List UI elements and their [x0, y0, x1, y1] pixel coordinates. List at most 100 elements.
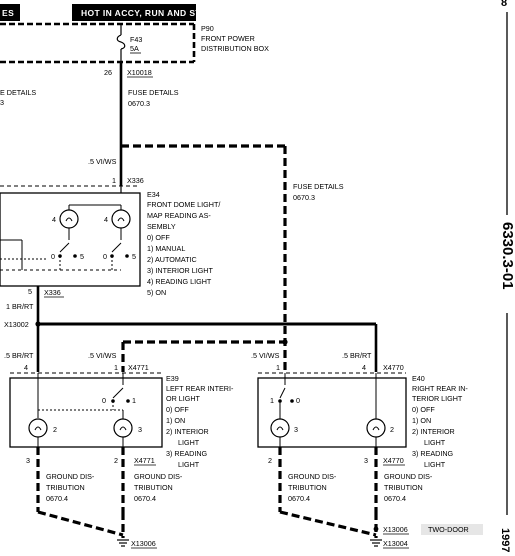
- e40-lamp-right-pin: 2: [390, 425, 394, 434]
- e39-lamp-right-pin: 3: [138, 425, 142, 434]
- e39-pin-bottom-left: 3: [26, 456, 30, 465]
- e34-option-2: 2) AUTOMATIC: [147, 255, 197, 264]
- e39-option-2b: LIGHT: [178, 438, 200, 447]
- e34-lamp-b-pin: 4: [104, 215, 108, 224]
- header-tab-main: HOT IN ACCY, RUN AND START: [72, 4, 219, 21]
- e40-name-1: RIGHT REAR IN-: [412, 384, 468, 393]
- ground-right-label: X13004: [383, 539, 408, 548]
- ground-2-line-3: 0670.4: [134, 494, 156, 503]
- e34-option-4: 4) READING LIGHT: [147, 277, 212, 286]
- e34-switch-a-contact-5: [73, 254, 77, 258]
- e39-lamp-right-icon: [113, 418, 133, 438]
- header-tab-main-label: HOT IN ACCY, RUN AND START: [81, 8, 219, 18]
- e40-id: E40: [412, 374, 425, 383]
- ground-1-line-2: TRIBUTION: [46, 483, 85, 492]
- e39-connector-top: X4771: [128, 363, 149, 372]
- splice-node-right: [282, 339, 288, 345]
- e40-option-0: 0) OFF: [412, 405, 435, 414]
- e34-switch-b-icon: [111, 242, 122, 253]
- e34-connector-top: X336: [127, 176, 144, 185]
- variant-badge: [421, 524, 483, 535]
- e39-option-2a: 2) INTERIOR: [166, 427, 209, 436]
- fuse-id: F43: [130, 35, 142, 44]
- e34-box: [0, 192, 141, 287]
- e40-option-2b: LIGHT: [424, 438, 446, 447]
- e34-id: E34: [147, 190, 160, 199]
- e40-pin-top-left: 1: [276, 363, 280, 372]
- ground-right-icon: [370, 539, 382, 547]
- ground-1-line-1: GROUND DIS-: [46, 472, 95, 481]
- ground-3-line-3: 0670.4: [288, 494, 310, 503]
- e40-option-3b: LIGHT: [424, 460, 446, 469]
- e34-name-2: MAP READING AS-: [147, 211, 211, 220]
- e39-lamp-left-pin: 2: [53, 425, 57, 434]
- side-top-digit: 8: [501, 0, 507, 9]
- e40-pin-top-right: 4: [362, 363, 366, 372]
- e34-switch-b-0: 0: [103, 252, 107, 261]
- e39-switch-icon: [112, 387, 124, 399]
- e39-switch-contact-1: [126, 399, 130, 403]
- wire-label-2: 1 BR/RT: [6, 302, 34, 311]
- e39-switch-0: 0: [102, 396, 106, 405]
- e40-lamp-right-filament: [372, 426, 380, 431]
- fuse-box-pin: 26: [104, 68, 112, 77]
- e40-box: [257, 377, 407, 448]
- e39-option-0: 0) OFF: [166, 405, 189, 414]
- e40-ground-splice: [373, 526, 379, 532]
- fuse-box-id: P90: [201, 24, 214, 33]
- e34-switch-b-5: 5: [132, 252, 136, 261]
- e39-switch-1: 1: [132, 396, 136, 405]
- fuse-f43-symbol: [116, 34, 126, 50]
- header-tab-left: ES: [0, 4, 20, 21]
- ground-3-line-1: GROUND DIS-: [288, 472, 337, 481]
- e40-option-1: 1) ON: [412, 416, 431, 425]
- fuse-details-left-1: E DETAILS: [0, 88, 36, 97]
- fuse-box-name-2: DISTRIBUTION BOX: [201, 44, 269, 53]
- ground-3-line-2: TRIBUTION: [288, 483, 327, 492]
- wire-label-5: .5 VI/WS: [251, 351, 280, 360]
- e39-pin-top-right: 1: [114, 363, 118, 372]
- wire-label-4: .5 VI/WS: [88, 351, 117, 360]
- e40-lamp-left-icon: [270, 418, 290, 438]
- e34-lamp-b-filament: [117, 217, 125, 222]
- e40-lamp-right-icon: [366, 418, 386, 438]
- e34-lamp-b-icon: [111, 209, 131, 229]
- e39-lamp-left-icon: [28, 418, 48, 438]
- e34-option-3: 3) INTERIOR LIGHT: [147, 266, 214, 275]
- e39-pin-top-left: 4: [24, 363, 28, 372]
- e34-name-3: SEMBLY: [147, 222, 176, 231]
- e34-option-5: 5) ON: [147, 288, 166, 297]
- e40-switch-1: 1: [270, 396, 274, 405]
- header-tab-left-label: ES: [2, 8, 14, 18]
- e40-ground-join: [279, 510, 377, 537]
- splice-label: X13002: [4, 320, 29, 329]
- fuse-box-p90: [0, 22, 196, 64]
- ground-1-line-3: 0670.4: [46, 494, 68, 503]
- e39-pin-bottom-right: 2: [114, 456, 118, 465]
- ground-left-icon: [117, 539, 129, 547]
- e39-name-1: LEFT REAR INTERI-: [166, 384, 234, 393]
- fuse-box-connector: X10018: [127, 68, 152, 77]
- e39-option-1: 1) ON: [166, 416, 185, 425]
- e34-lamp-a-pin: 4: [52, 215, 56, 224]
- e40-connector-top: X4770: [383, 363, 404, 372]
- ground-4-line-2: TRIBUTION: [384, 483, 423, 492]
- e40-switch-0: 0: [296, 396, 300, 405]
- ground-left-label: X13006: [131, 539, 156, 548]
- e39-name-2: OR LIGHT: [166, 394, 201, 403]
- e39-option-3a: 3) READING: [166, 449, 208, 458]
- e40-option-2a: 2) INTERIOR: [412, 427, 455, 436]
- fuse-rating: 5A: [130, 44, 139, 53]
- e34-connector-bottom: X336: [44, 288, 61, 297]
- e39-ground-join: [37, 510, 124, 537]
- ground-4-line-3: 0670.4: [384, 494, 406, 503]
- e40-switch-icon: [279, 387, 286, 399]
- fuse-details-right-2: 0670.3: [293, 193, 315, 202]
- e39-lamp-right-filament: [119, 426, 127, 431]
- e40-connector-bottom: X4770: [383, 456, 404, 465]
- e40-pin-bottom-right: 3: [364, 456, 368, 465]
- e34-switch-a-5: 5: [80, 252, 84, 261]
- e39-box: [9, 377, 163, 448]
- wire-label-6: .5 BR/RT: [342, 351, 372, 360]
